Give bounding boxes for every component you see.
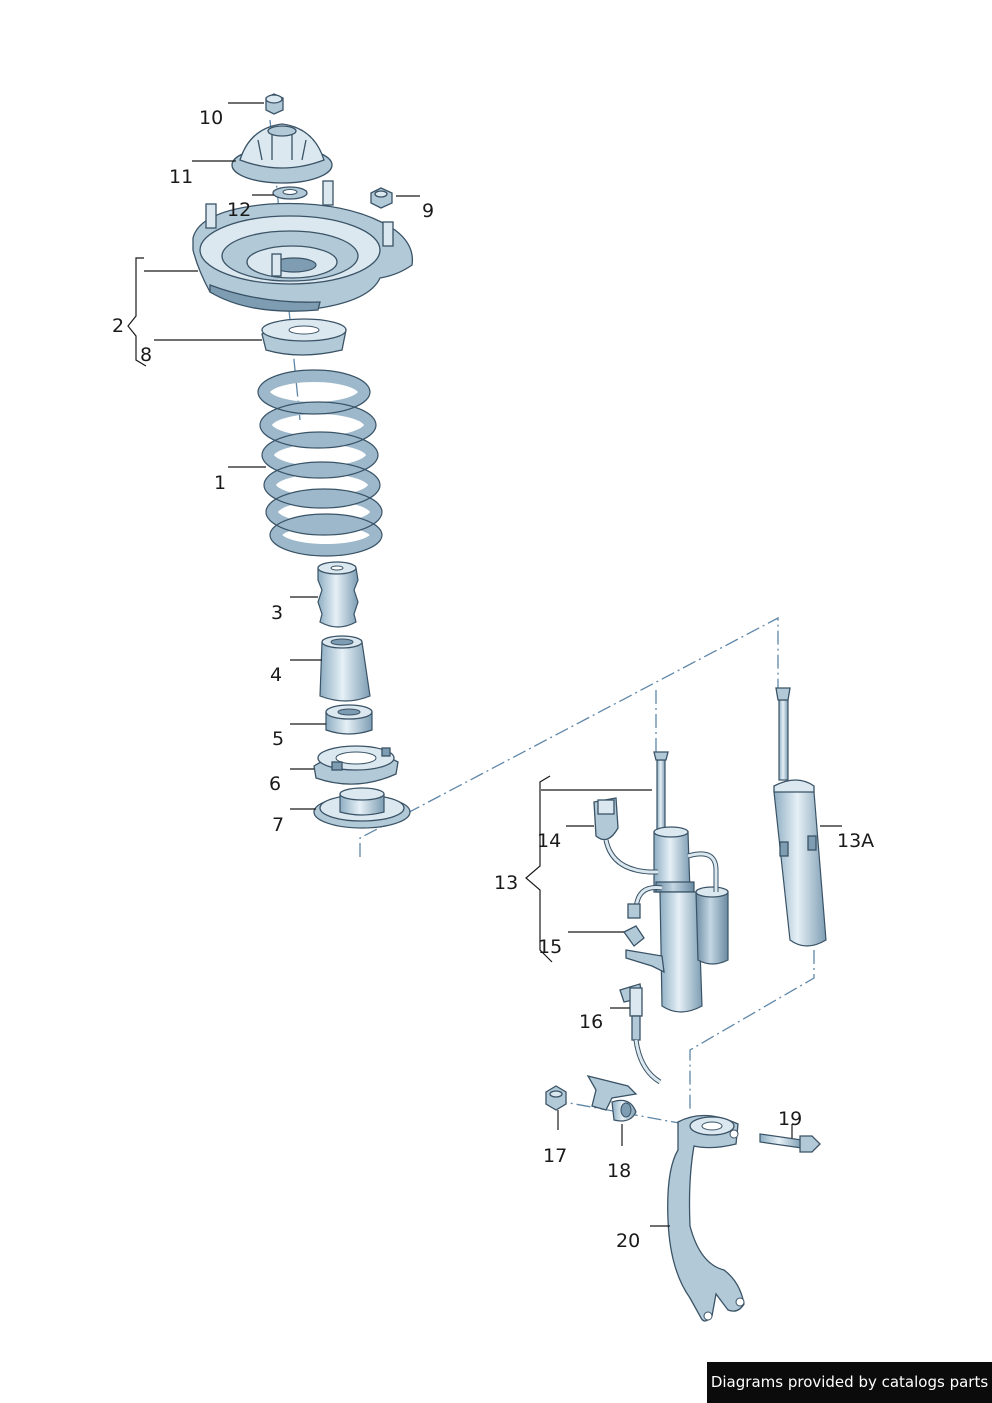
sensor-line-16-drawing [619,983,662,1085]
callout-9: 9 [422,200,434,222]
strut-mount-11-drawing [231,123,333,184]
callout-13: 13 [494,872,518,894]
wishbone-20-drawing [667,1114,745,1322]
washer-12-drawing [272,186,308,200]
bracket-18-drawing [586,1074,638,1122]
nut-17-drawing [545,1085,567,1111]
callout-16: 16 [579,1011,603,1033]
callout-17: 17 [543,1145,567,1167]
seat-plate-7-drawing [313,787,411,829]
callout-10: 10 [199,107,223,129]
bump-stop-3-drawing [317,561,359,628]
bearing-5-drawing [325,704,373,735]
shock-absorber-13-drawing [593,751,729,1013]
callout-2: 2 [112,315,124,337]
callout-20: 20 [616,1230,640,1252]
callout-5: 5 [272,728,284,750]
nut-10-drawing [265,93,284,115]
callout-13A: 13A [837,830,874,852]
callout-labels: 10 11 12 9 2 8 1 3 4 5 6 7 14 13A 13 15 … [112,107,874,1252]
callout-1: 1 [214,472,226,494]
callout-15: 15 [538,936,562,958]
strut-tower-2-drawing [192,180,414,312]
callout-18: 18 [607,1160,631,1182]
credit-badge: Diagrams provided by catalogs parts [707,1362,992,1403]
callout-19: 19 [778,1108,802,1130]
callout-11: 11 [169,166,193,188]
shock-absorber-13A-drawing [773,687,827,947]
callout-7: 7 [272,814,284,836]
callout-6: 6 [269,773,281,795]
callout-12: 12 [227,199,251,221]
coil-spring-1-drawing [257,369,383,557]
callout-3: 3 [271,602,283,624]
callout-14: 14 [537,830,561,852]
callout-4: 4 [270,664,282,686]
callout-8: 8 [140,344,152,366]
nut-9-drawing [370,187,393,209]
bolt-19-drawing [759,1133,821,1153]
leader-lines [127,102,842,1227]
spring-seat-8-drawing [261,318,347,356]
spring-seat-6-drawing [313,745,399,785]
dust-boot-4-drawing [319,635,371,702]
